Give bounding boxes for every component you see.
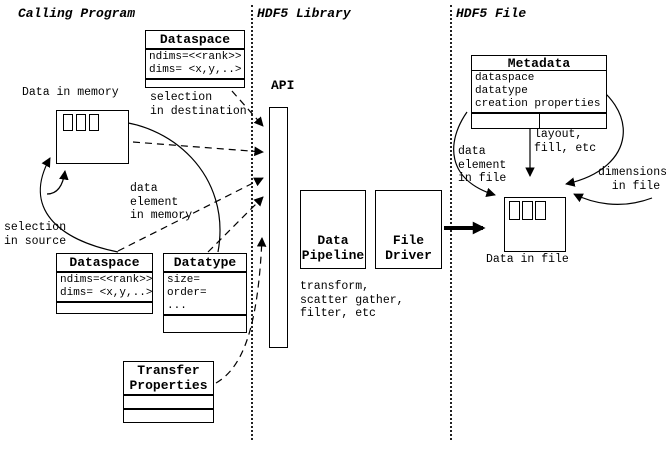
layout-fill-label: layout, fill, etc (534, 128, 597, 155)
metadata-empty-cell-left (472, 114, 539, 129)
metadata-rows: dataspace datatype creation properties (475, 72, 601, 110)
arrow-memory-to-api (132, 141, 264, 157)
data-element-in-file-label: data element in file (458, 145, 507, 185)
dataspace-bottom-title: Dataspace (57, 254, 152, 273)
arrow-datatype-to-api (207, 196, 264, 253)
transfer-properties-empty-row-1 (124, 394, 213, 408)
file-driver-box: File Driver (375, 190, 442, 269)
dataspace-top-empty-row (146, 78, 244, 90)
file-driver-label: File Driver (385, 233, 432, 263)
dataspace-bottom-box: Dataspace ndims=<<rank>> dims= <x,y,..> (56, 253, 153, 314)
separator-library-file (450, 5, 452, 440)
memory-cell-1 (63, 114, 73, 131)
datatype-empty-row (164, 314, 246, 330)
separator-program-library (251, 5, 253, 440)
file-cell-1 (509, 201, 520, 220)
data-in-memory-box (56, 110, 129, 164)
transfer-properties-title: Transfer Properties (129, 363, 208, 393)
api-label: API (271, 78, 295, 93)
metadata-title: Metadata (472, 56, 606, 71)
metadata-empty-cell-right (538, 114, 607, 129)
transform-note-label: transform, scatter gather, filter, etc (300, 280, 404, 320)
dataspace-top-title: Dataspace (146, 31, 244, 50)
datatype-box: Datatype size= order= ... (163, 253, 247, 333)
data-pipeline-label: Data Pipeline (301, 233, 365, 263)
arrow-dimensions-to-datafile (573, 193, 653, 205)
dataspace-bottom-rows: ndims=<<rank>> dims= <x,y,..> (60, 274, 153, 299)
arrow-selection-source-hook (46, 170, 69, 195)
memory-cell-3 (89, 114, 99, 131)
data-pipeline-box: Data Pipeline (300, 190, 366, 269)
region-title-calling-program: Calling Program (18, 6, 136, 21)
metadata-box: Metadata dataspace datatype creation pro… (471, 55, 607, 129)
metadata-empty-cells (472, 112, 606, 129)
api-box (269, 107, 288, 348)
transfer-properties-empty-row-2 (124, 408, 213, 422)
selection-in-source-label: selection in source (4, 221, 67, 248)
data-element-in-memory-label: data element in memory (130, 182, 193, 222)
region-title-hdf5-library: HDF5 Library (257, 6, 351, 21)
region-title-hdf5-file: HDF5 File (456, 6, 527, 21)
dataspace-bottom-empty-row (57, 301, 152, 313)
data-in-memory-label: Data in memory (22, 86, 119, 99)
data-in-file-label: Data in file (486, 253, 569, 266)
transfer-properties-box: Transfer Properties (123, 361, 214, 423)
dimensions-in-file-label: dimensions in file (598, 166, 668, 193)
datatype-title: Datatype (164, 254, 246, 273)
datatype-rows: size= order= ... (167, 274, 207, 312)
dataspace-top-box: Dataspace ndims=<<rank>> dims= <x,y,..> (145, 30, 245, 88)
dataspace-top-rows: ndims=<<rank>> dims= <x,y,..> (149, 51, 242, 76)
data-in-file-box (504, 197, 566, 252)
file-cell-2 (522, 201, 533, 220)
file-cell-3 (535, 201, 546, 220)
memory-cell-2 (76, 114, 86, 131)
selection-in-destination-label: selection in destination (150, 91, 247, 118)
